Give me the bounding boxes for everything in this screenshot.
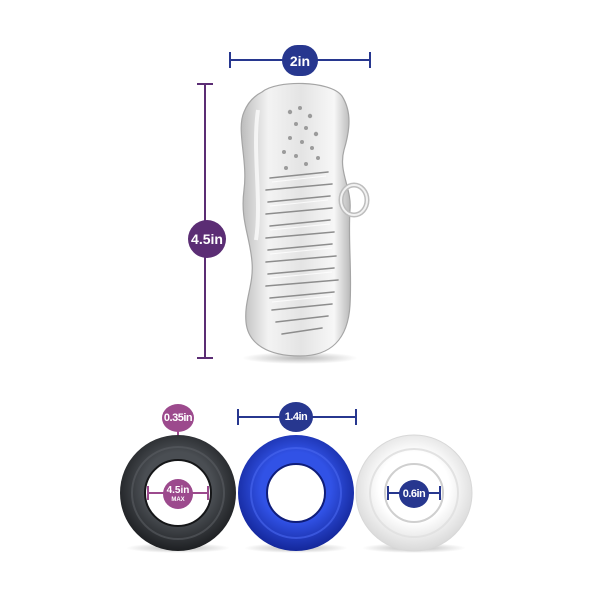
height-badge: 4.5in xyxy=(188,220,226,258)
inner-diameter-badge: 0.6in xyxy=(399,480,429,508)
sleeve-product xyxy=(240,82,370,364)
height-label: 4.5in xyxy=(191,231,223,247)
blue-ring xyxy=(238,435,354,553)
inner-max-label: 4.5in xyxy=(166,484,190,496)
thickness-badge: 0.35in xyxy=(162,404,194,432)
ring-width-label: 1.4in xyxy=(284,411,308,423)
width-badge: 2in xyxy=(282,45,318,76)
inner-max-badge: 4.5in MAX xyxy=(163,479,193,509)
width-label: 2in xyxy=(289,52,311,69)
inner-diameter-label: 0.6in xyxy=(402,488,426,500)
thickness-label: 0.35in xyxy=(163,412,193,424)
inner-max-sub: MAX xyxy=(171,496,185,503)
ring-width-badge: 1.4in xyxy=(279,402,313,432)
